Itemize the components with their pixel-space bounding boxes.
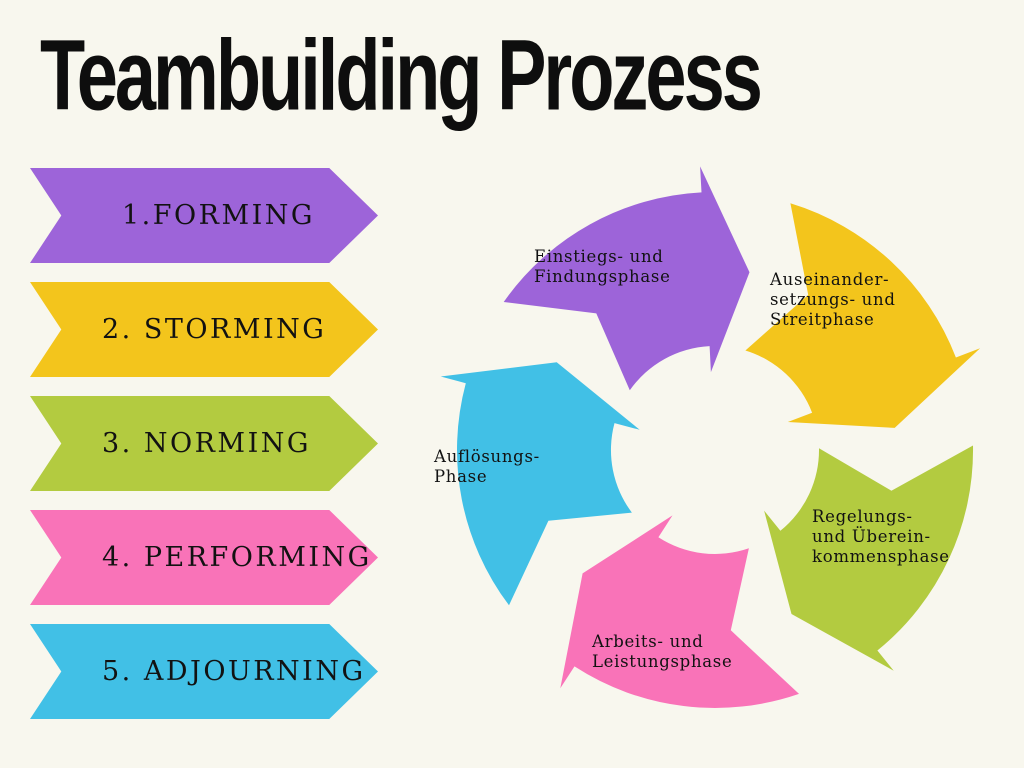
cycle-segment-aufloesungs [440,362,640,606]
cycle-segment-regelungs [764,445,974,671]
cycle-label-auseinander: Auseinander- setzungs- und Streitphase [770,270,896,330]
stage-banner-adjourning: 5. ADJOURNING [30,624,378,719]
stage-banner-storming: 2. STORMING [30,282,378,377]
cycle-diagram: Einstiegs- und Findungsphase Auseinander… [420,155,1010,750]
cycle-label-arbeits: Arbeits- und Leistungsphase [592,632,733,672]
cycle-label-aufloesungs: Auflösungs- Phase [434,447,540,487]
stage-banner-forming: 1.FORMING [30,168,378,263]
stage-label: 4. PERFORMING [102,542,372,573]
stage-label: 3. NORMING [102,428,311,459]
stage-banner-norming: 3. NORMING [30,396,378,491]
cycle-segment-einstiegs [503,166,750,391]
stage-banner-performing: 4. PERFORMING [30,510,378,605]
stage-list: 1.FORMING 2. STORMING 3. NORMING 4. PERF… [30,168,378,719]
stage-label: 2. STORMING [102,314,327,345]
cycle-rings [440,166,981,708]
cycle-label-einstiegs: Einstiegs- und Findungsphase [534,247,671,287]
stage-label: 5. ADJOURNING [102,656,366,687]
stage-label: 1.FORMING [122,200,315,231]
cycle-segment-arbeits [560,515,799,708]
cycle-label-regelungs: Regelungs- und Überein- kommensphase [812,507,950,567]
cycle-segment-auseinander [745,203,981,428]
page-title: Teambuilding Prozess [40,19,763,132]
